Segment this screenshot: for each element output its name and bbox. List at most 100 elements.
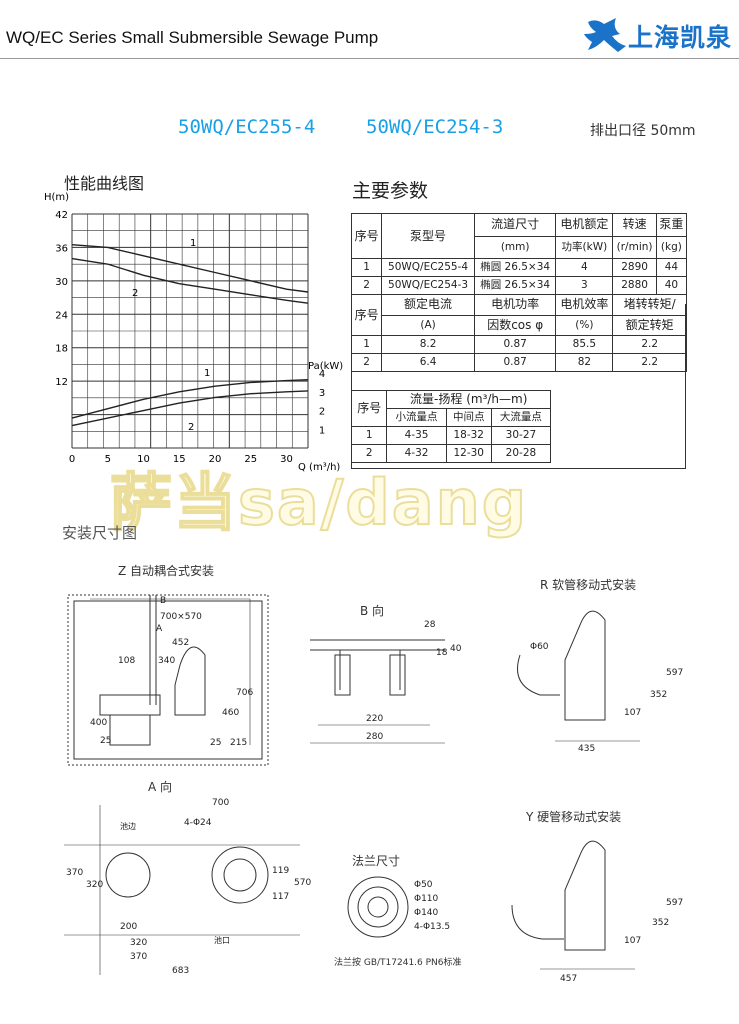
svg-text:Φ60: Φ60 xyxy=(530,642,549,652)
b-bracket-left xyxy=(334,654,351,696)
x-tick: 15 xyxy=(173,454,186,465)
x-tick: 20 xyxy=(209,454,222,465)
svg-text:460: 460 xyxy=(222,708,239,718)
guide-rail xyxy=(149,595,157,705)
svg-text:370: 370 xyxy=(130,952,147,962)
th-index: 序号 xyxy=(350,213,383,259)
performance-curve-title: 性能曲线图 xyxy=(64,174,145,193)
svg-text:320: 320 xyxy=(86,880,103,890)
install-title: 安装尺寸图 xyxy=(62,524,138,542)
svg-text:40: 40 xyxy=(450,644,462,654)
svg-text:700: 700 xyxy=(212,798,229,808)
th-channel: 流道尺寸 xyxy=(473,213,557,237)
svg-text:706: 706 xyxy=(236,688,253,698)
svg-text:107: 107 xyxy=(624,708,641,718)
curve-label-h2: 2 xyxy=(132,288,138,299)
y2-tick: 3 xyxy=(319,388,325,399)
svg-text:B: B xyxy=(160,596,166,606)
y-pump xyxy=(564,840,606,951)
main-params-title: 主要参数 xyxy=(352,180,429,202)
th-speed: 转速 xyxy=(612,213,657,237)
header-divider xyxy=(0,58,739,59)
svg-text:352: 352 xyxy=(652,918,669,928)
x-tick: 5 xyxy=(105,454,111,465)
kaiquan-logo-icon xyxy=(584,18,626,52)
y2-axis-label: Pa(kW) xyxy=(308,361,343,372)
th-weight: 泵重 xyxy=(655,213,688,237)
svg-text:597: 597 xyxy=(666,898,683,908)
svg-text:597: 597 xyxy=(666,668,683,678)
y-tick: 18 xyxy=(55,344,68,355)
svg-text:107: 107 xyxy=(624,936,641,946)
svg-text:Φ110: Φ110 xyxy=(414,894,439,904)
x-axis-label: Q (m³/h) xyxy=(298,462,340,473)
x-tick: 30 xyxy=(280,454,293,465)
svg-text:池边: 池边 xyxy=(120,821,136,831)
chart-curves xyxy=(71,243,309,427)
svg-text:Φ140: Φ140 xyxy=(414,908,439,918)
th-model: 泵型号 xyxy=(381,213,475,259)
svg-text:700×570: 700×570 xyxy=(160,612,202,622)
a-flange xyxy=(105,852,151,898)
th-power: 电机额定 xyxy=(555,213,614,237)
params-table: 序号 泵型号 流道尺寸 电机额定 转速 泵重 (mm) 功率(kW) (r/mi… xyxy=(350,213,688,372)
svg-text:435: 435 xyxy=(578,744,595,754)
th-speed-unit: (r/min) xyxy=(612,235,657,259)
y2-tick: 4 xyxy=(319,369,325,380)
curve-P-1 xyxy=(71,378,309,419)
a-title: A 向 xyxy=(148,779,172,794)
svg-text:683: 683 xyxy=(172,966,189,976)
svg-text:280: 280 xyxy=(366,732,383,742)
curve-P-2 xyxy=(71,390,309,427)
y-tick: 24 xyxy=(55,310,68,321)
svg-text:117: 117 xyxy=(272,892,289,902)
curve-label-p1: 1 xyxy=(204,368,210,379)
svg-text:570: 570 xyxy=(294,878,311,888)
dim-lines xyxy=(90,598,251,745)
svg-text:A: A xyxy=(156,624,163,634)
svg-text:108: 108 xyxy=(118,656,135,666)
y-title: Y 硬管移动式安装 xyxy=(525,809,621,824)
y-tick: 42 xyxy=(55,210,68,221)
flange-note: 法兰按 GB/T17241.6 PN6标准 xyxy=(334,956,462,968)
y2-tick: 2 xyxy=(319,407,325,418)
z-title: Z 自动耦合式安装 xyxy=(118,563,214,578)
svg-text:400: 400 xyxy=(90,718,107,728)
logo-text: 上海凯泉 xyxy=(628,23,733,52)
curve-H-2 xyxy=(71,257,309,304)
b-title: B 向 xyxy=(360,603,384,618)
svg-text:25: 25 xyxy=(100,736,111,746)
th-weight-unit: (kg) xyxy=(655,235,688,259)
curve-H-1 xyxy=(71,243,309,293)
pit-inner xyxy=(73,600,263,760)
svg-text:4-Φ13.5: 4-Φ13.5 xyxy=(414,922,450,932)
svg-text:457: 457 xyxy=(560,974,577,984)
r-title: R 软管移动式安装 xyxy=(540,577,636,592)
flange-title: 法兰尺寸 xyxy=(352,854,400,868)
x-tick: 10 xyxy=(137,454,150,465)
model-1: 50WQ/EC255-4 xyxy=(178,116,316,138)
header-title: WQ/EC Series Small Submersible Sewage Pu… xyxy=(6,28,379,47)
coupling-base xyxy=(99,694,161,746)
svg-text:4-Φ24: 4-Φ24 xyxy=(184,818,212,828)
pit-outline xyxy=(67,594,269,766)
outlet-diameter: 排出口径 50mm xyxy=(590,123,696,139)
svg-text:200: 200 xyxy=(120,922,137,932)
svg-text:340: 340 xyxy=(158,656,175,666)
th-power-unit: 功率(kW) xyxy=(555,235,614,259)
svg-text:Φ50: Φ50 xyxy=(414,880,433,890)
svg-text:18: 18 xyxy=(436,648,448,658)
y-tick: 12 xyxy=(55,377,68,388)
svg-text:320: 320 xyxy=(130,938,147,948)
y-pipe xyxy=(511,904,564,940)
watermark: 萨当sa/dang xyxy=(109,465,529,540)
installation-drawings: Z 自动耦合式安装 B 700×570 A 452 108 340 400 25… xyxy=(64,563,683,984)
r-pump xyxy=(564,610,606,721)
